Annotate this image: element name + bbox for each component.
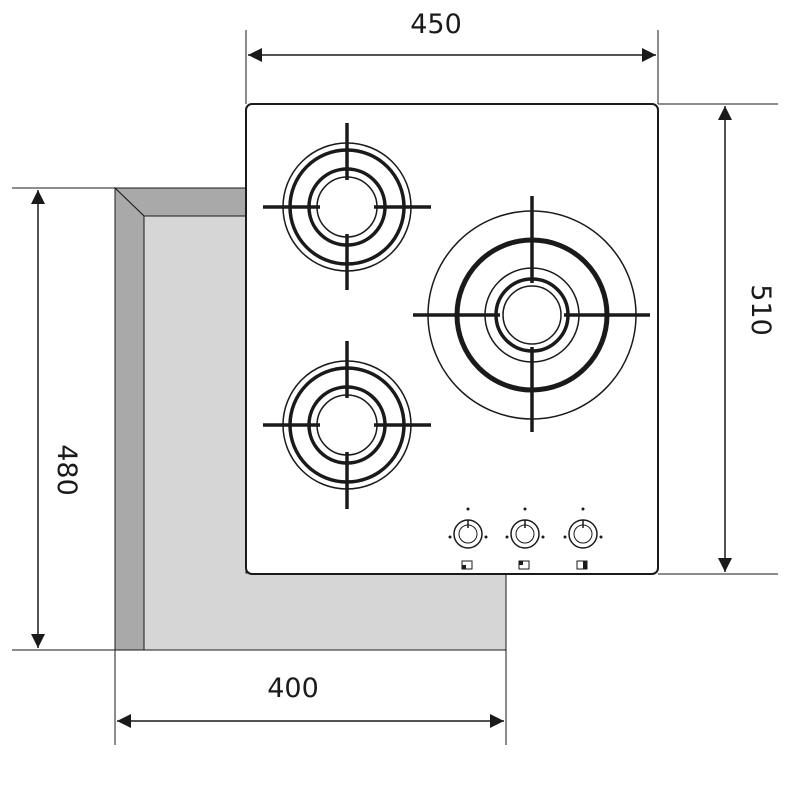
hob-depth-label: 510	[745, 284, 776, 336]
small-burner-top-left	[263, 123, 431, 290]
large-burner-right	[413, 196, 650, 432]
knob-1[interactable]	[448, 507, 488, 570]
small-burner-bottom-left	[263, 341, 431, 509]
extension-lines	[12, 30, 778, 745]
cutout-depth-label: 480	[51, 444, 82, 496]
countertop-cutout	[113, 186, 507, 651]
knob-2[interactable]	[505, 507, 545, 570]
hob-panel	[245, 103, 659, 575]
cutout-width-label: 400	[267, 673, 319, 704]
knob-3[interactable]	[563, 507, 603, 570]
cutout-side-wall	[114, 186, 145, 651]
hob-width-label: 450	[410, 9, 462, 40]
